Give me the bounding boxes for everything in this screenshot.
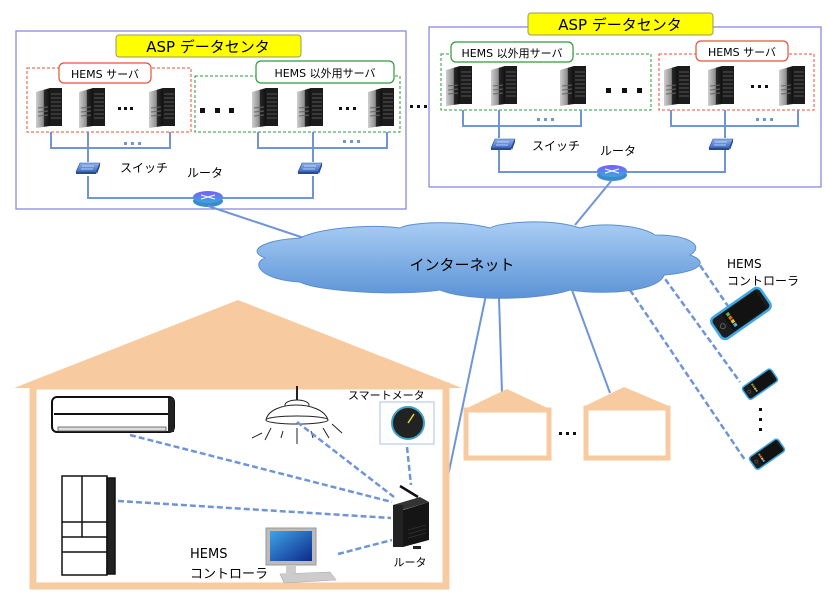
server-icon [445,65,473,107]
smartphone-icon [747,437,787,472]
server-icon [35,87,63,129]
switch-icon [490,138,516,151]
ellipsis-icon [559,432,576,435]
hems-server-group-label-box [58,62,152,84]
datacenter-2-title-box [527,12,714,36]
internet-cloud: インターネット [256,221,701,299]
server-icon [148,87,176,129]
switch-icon [708,138,734,151]
server-icon [296,87,324,129]
internet-label: インターネット [409,256,514,274]
hems-server-group-label: HEMS サーバ [708,46,776,59]
home-controller-label-line2: コントローラ [190,567,268,582]
house-roof [583,387,671,407]
other-server-group-label-box [255,60,395,84]
refrigerator-icon [61,475,116,576]
main-house: スマートメータ HEMS コントローラ [14,300,462,590]
hems-server-group-label: HEMS サーバ [71,68,139,81]
router-icon [192,190,224,208]
internet-links [207,179,613,501]
server-icon [367,87,395,129]
ellipsis-icon [759,408,762,431]
server-icon [490,65,518,107]
ellipsis-icon [339,107,356,110]
router-icon [596,164,628,182]
smart-meter-label: スマートメータ [348,389,425,402]
switch-icon [297,162,323,175]
smartphone-icon [740,367,780,402]
house-roof [463,389,552,410]
server-icon [78,87,106,129]
datacenter-2-title: ASP データセンタ [558,16,682,34]
mobile-controller-label-line2: コントローラ [727,274,799,288]
mobile-controller-label-line1: HEMS [727,257,762,271]
datacenter-1-frame [15,30,407,210]
hems-server-group-label-box [695,40,789,62]
router-label: ルータ [600,144,636,158]
smartphone-icon [707,284,774,343]
ceiling-light-icon [251,386,343,444]
other-houses [463,387,671,461]
datacenter-1: HEMS サーバ HEMS 以外用サーバ スイッチ ルータ AS [15,30,407,210]
house-walls [463,407,552,461]
other-server-group-label: HEMS 以外用サーバ [461,47,562,60]
server-icon [663,65,691,107]
ellipsis-icon [751,85,768,88]
other-server-group-label-box [450,41,574,63]
server-icon [559,65,587,107]
ellipsis-icon [606,88,642,93]
desktop-pc-icon [265,527,337,584]
ellipsis-icon [537,118,773,121]
air-conditioner-icon [51,396,175,433]
datacenter-2: HEMS 以外用サーバ HEMS サーバ スイッチ ルータ ASP データセンタ [428,12,822,188]
house-roof [14,300,462,388]
home-controller-label-line1: HEMS [190,547,227,562]
server-icon [251,87,279,129]
ellipsis-icon [118,107,133,110]
switch-label: スイッチ [532,139,580,153]
ellipsis-icon [124,140,360,145]
home-router-label: ルータ [394,556,427,569]
ellipsis-icon [200,108,234,113]
datacenter-1-title: ASP データセンタ [146,38,270,56]
switch-label: スイッチ [120,161,168,175]
home-wireless-links [117,421,413,556]
switch-icon [75,162,101,175]
other-server-group-label: HEMS 以外用サーバ [274,67,375,80]
house-walls [583,405,671,461]
server-icon [778,65,806,107]
home-router-icon [393,484,429,549]
router-label: ルータ [187,166,223,180]
server-icon [707,65,735,107]
ellipsis-icon [410,105,427,108]
mobile-controllers: HEMS コントローラ [707,257,799,472]
smart-meter-icon [391,406,425,440]
wireless-links [628,257,747,461]
datacenter-1-title-box [115,34,302,58]
